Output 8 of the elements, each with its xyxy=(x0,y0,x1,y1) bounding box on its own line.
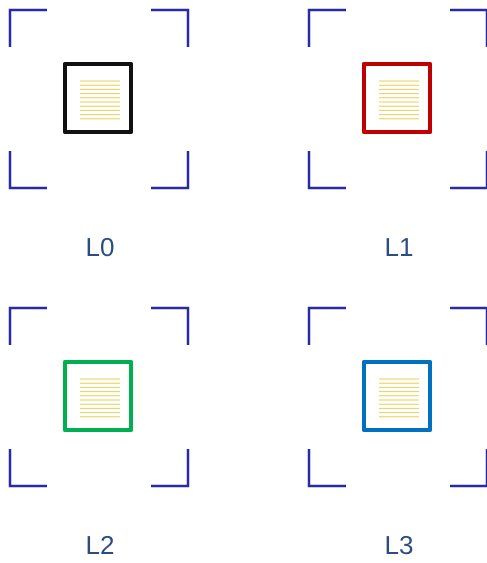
square-box xyxy=(63,62,133,134)
level-label: L3 xyxy=(384,530,414,560)
level-label: L2 xyxy=(84,530,116,560)
level-label: L1 xyxy=(384,232,414,262)
square-box xyxy=(63,360,133,432)
square-box xyxy=(362,360,432,432)
level-label: L0 xyxy=(84,232,116,262)
square-box xyxy=(362,62,432,134)
